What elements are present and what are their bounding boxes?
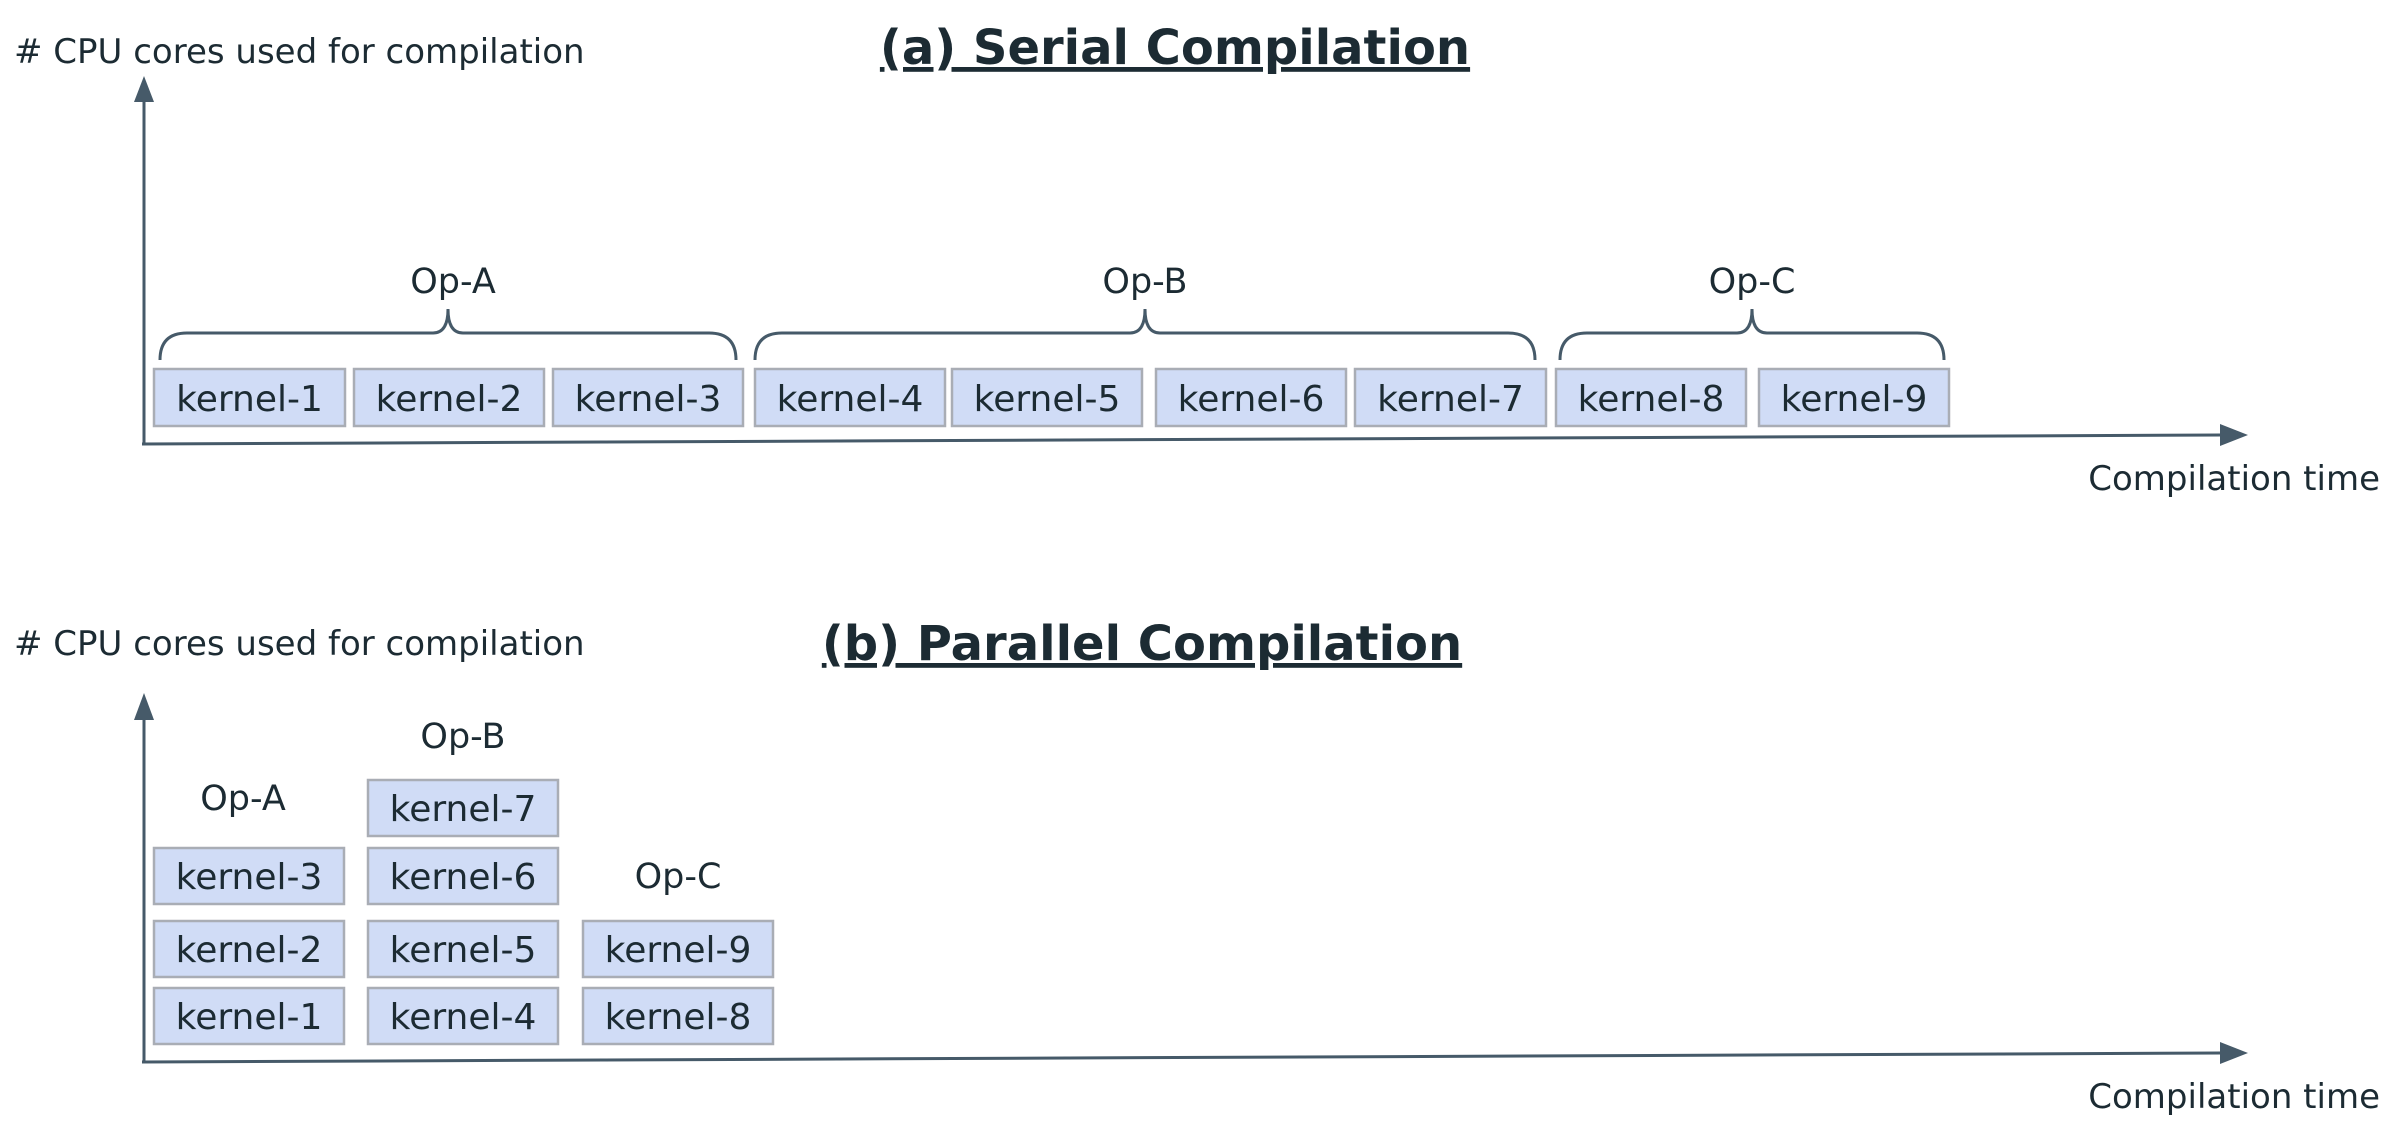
parallel-y-axis-label: # CPU cores used for compilation <box>14 624 585 664</box>
parallel-x-arrow <box>2220 1042 2248 1064</box>
serial-op-a-brace <box>158 308 738 361</box>
kernel-block: kernel-8 <box>581 986 775 1046</box>
kernel-label: kernel-8 <box>605 997 752 1038</box>
kernel-block: kernel-1 <box>152 986 346 1046</box>
kernel-block: kernel-1 <box>152 367 347 428</box>
serial-op-b-label: Op-B <box>1102 262 1187 302</box>
serial-op-c: Op-C kernel-8 kernel-9 <box>1554 262 1951 428</box>
serial-op-a-label: Op-A <box>410 262 496 302</box>
kernel-block: kernel-2 <box>152 919 346 979</box>
kernel-label: kernel-4 <box>777 379 924 420</box>
kernel-label: kernel-9 <box>1781 379 1928 420</box>
serial-y-arrow <box>134 76 154 102</box>
kernel-block: kernel-5 <box>366 919 560 979</box>
kernel-label: kernel-4 <box>390 997 537 1038</box>
kernel-label: kernel-1 <box>176 997 323 1038</box>
serial-op-a: Op-A kernel-1 kernel-2 kernel-3 <box>152 262 745 428</box>
kernel-label: kernel-8 <box>1578 379 1725 420</box>
kernel-block: kernel-2 <box>352 367 546 428</box>
kernel-block: kernel-8 <box>1554 367 1748 428</box>
kernel-label: kernel-2 <box>176 930 323 971</box>
kernel-block: kernel-9 <box>581 919 775 979</box>
parallel-panel: # CPU cores used for compilation (b) Par… <box>14 616 2380 1117</box>
kernel-block: kernel-6 <box>366 846 560 906</box>
kernel-label: kernel-6 <box>390 857 537 898</box>
serial-op-c-brace <box>1558 308 1946 361</box>
kernel-label: kernel-3 <box>575 379 722 420</box>
kernel-label: kernel-6 <box>1178 379 1325 420</box>
kernel-block: kernel-7 <box>366 778 560 838</box>
kernel-block: kernel-3 <box>152 846 346 906</box>
kernel-label: kernel-7 <box>1377 379 1524 420</box>
parallel-op-c: Op-C kernel-8 kernel-9 <box>581 857 775 1046</box>
parallel-op-b-label: Op-B <box>420 717 505 757</box>
parallel-op-c-label: Op-C <box>635 857 722 897</box>
serial-op-c-label: Op-C <box>1709 262 1796 302</box>
kernel-block: kernel-9 <box>1757 367 1951 428</box>
parallel-title: (b) Parallel Compilation <box>822 616 1462 672</box>
serial-op-b-brace <box>753 308 1537 361</box>
kernel-block: kernel-4 <box>753 367 947 428</box>
parallel-axes <box>134 693 2248 1064</box>
parallel-x-axis <box>141 1051 2223 1064</box>
parallel-op-a: Op-A kernel-1 kernel-2 kernel-3 <box>152 779 346 1046</box>
serial-axes <box>134 76 2248 446</box>
kernel-block: kernel-7 <box>1353 367 1548 428</box>
kernel-label: kernel-3 <box>176 857 323 898</box>
parallel-y-arrow <box>134 693 154 720</box>
kernel-label: kernel-9 <box>605 930 752 971</box>
kernel-label: kernel-5 <box>974 379 1121 420</box>
serial-op-b: Op-B kernel-4 kernel-5 kernel-6 kernel-7 <box>753 262 1548 428</box>
parallel-op-a-label: Op-A <box>200 779 286 819</box>
serial-panel: # CPU cores used for compilation (a) Ser… <box>14 20 2380 499</box>
parallel-x-axis-label: Compilation time <box>2088 1077 2380 1117</box>
kernel-label: kernel-1 <box>176 379 323 420</box>
serial-x-axis-label: Compilation time <box>2088 459 2380 499</box>
serial-title: (a) Serial Compilation <box>880 20 1470 76</box>
kernel-label: kernel-2 <box>376 379 523 420</box>
kernel-block: kernel-3 <box>551 367 745 428</box>
serial-x-axis <box>141 433 2223 446</box>
serial-x-arrow <box>2220 424 2248 446</box>
kernel-label: kernel-7 <box>390 789 537 830</box>
kernel-block: kernel-5 <box>950 367 1144 428</box>
parallel-op-b: Op-B kernel-4 kernel-5 kernel-6 kernel-7 <box>366 717 560 1046</box>
kernel-block: kernel-6 <box>1154 367 1348 428</box>
kernel-block: kernel-4 <box>366 986 560 1046</box>
serial-y-axis-label: # CPU cores used for compilation <box>14 32 585 72</box>
kernel-label: kernel-5 <box>390 930 537 971</box>
